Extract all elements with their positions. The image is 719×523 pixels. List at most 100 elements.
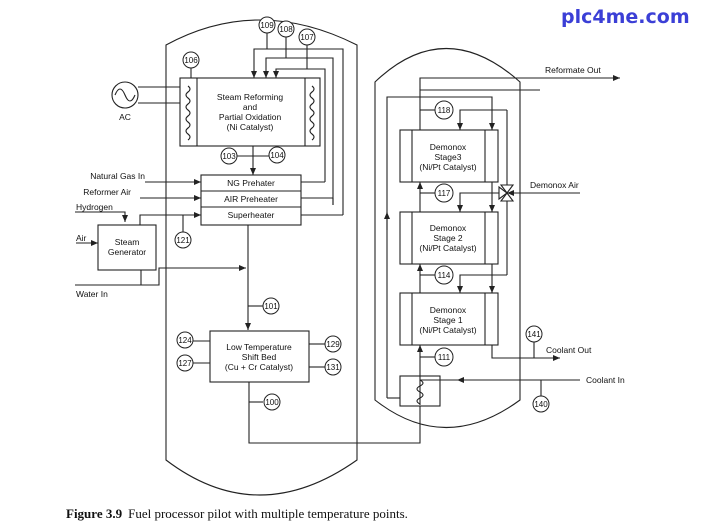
coolant-loop-top [386, 96, 495, 398]
tp-101: 101 [262, 297, 280, 315]
steam-generator-label-2: Generator [108, 247, 146, 257]
coolant-out-line [491, 345, 560, 361]
demonox-stage-3: Demonox Stage3 (Ni/Pt Catalyst) [399, 129, 499, 183]
demonox-air-to-stage1 [457, 274, 507, 293]
tp-111: 111 [434, 347, 454, 367]
svg-text:131: 131 [326, 363, 340, 372]
heater-coil-icon [309, 85, 315, 141]
superheater-label: Superheater [228, 210, 275, 220]
coolant-out-label: Coolant Out [546, 345, 592, 355]
demonox3-label-1: Demonox [430, 142, 467, 152]
figure-number: Figure 3.9 [66, 506, 123, 521]
air-label: Air [76, 233, 87, 243]
demonox2-label-3: (Ni/Pt Catalyst) [419, 243, 476, 253]
water-in-line [75, 265, 246, 286]
valve-icon [498, 184, 515, 202]
svg-text:141: 141 [527, 330, 541, 339]
svg-text:108: 108 [279, 25, 293, 34]
ng-preheater-label: NG Prehater [227, 178, 275, 188]
sine-wave-icon [114, 88, 136, 102]
hydrogen-label: Hydrogen [76, 202, 113, 212]
svg-text:121: 121 [176, 236, 190, 245]
tp-104: 104 [268, 146, 286, 164]
demonox3-label-2: Stage3 [435, 152, 462, 162]
tp-100: 100 [263, 393, 281, 411]
svg-text:127: 127 [178, 359, 192, 368]
svg-text:101: 101 [264, 302, 278, 311]
svg-text:106: 106 [184, 56, 198, 65]
water-in-label: Water In [76, 289, 108, 299]
steam-generator: Steam Generator [97, 224, 157, 271]
demonox-stage-2: Demonox Stage 2 (Ni/Pt Catalyst) [399, 211, 499, 265]
reformer-label-1: Steam Reforming [217, 92, 283, 102]
demonox1-label-3: (Ni/Pt Catalyst) [419, 325, 476, 335]
ac-source: AC [111, 81, 180, 122]
lts-label-3: (Cu + Cr Catalyst) [225, 362, 293, 372]
svg-text:124: 124 [178, 336, 192, 345]
tp-108: 108 [277, 20, 295, 38]
demonox-air-to-stage2 [457, 192, 507, 212]
figure-caption-text: Fuel processor pilot with multiple tempe… [128, 506, 408, 521]
svg-text:129: 129 [326, 340, 340, 349]
tp-140: 140 [532, 395, 550, 413]
svg-text:114: 114 [438, 271, 451, 280]
natural-gas-label: Natural Gas In [90, 171, 145, 181]
tp-141: 141 [525, 325, 543, 343]
tp-114: 114 [434, 265, 454, 285]
tp-106: 106 [182, 51, 200, 69]
tp-118: 118 [434, 100, 454, 120]
tp-124: 124 [176, 331, 194, 349]
preheater-stack: NG Prehater AIR Preheater Superheater [200, 174, 343, 226]
tp-131: 131 [324, 358, 342, 376]
ac-label: AC [119, 112, 131, 122]
demonox-stage-1: Demonox Stage 1 (Ni/Pt Catalyst) [399, 292, 499, 346]
demonox2-label-2: Stage 2 [433, 233, 463, 243]
left-vessel [165, 19, 358, 496]
demonox2-label-1: Demonox [430, 223, 467, 233]
svg-text:109: 109 [260, 21, 274, 30]
steam-generator-label-1: Steam [115, 237, 140, 247]
steam-line [139, 212, 201, 225]
reformer-air-label: Reformer Air [83, 187, 131, 197]
reformate-out-label: Reformate Out [545, 65, 601, 75]
temperature-points: 109 108 107 106 103 104 121 101 124 127 … [174, 16, 550, 413]
tp-117: 117 [434, 183, 454, 203]
svg-text:103: 103 [222, 152, 236, 161]
svg-text:100: 100 [265, 398, 279, 407]
svg-text:118: 118 [438, 106, 451, 115]
reformer-label-3: Partial Oxidation [219, 112, 282, 122]
brand-watermark: plc4me.com [561, 6, 690, 28]
tp-103: 103 [220, 147, 238, 165]
demonox3-label-3: (Ni/Pt Catalyst) [419, 162, 476, 172]
svg-text:117: 117 [438, 189, 451, 198]
reformer-label-4: (Ni Catalyst) [227, 122, 274, 132]
tp-109: 109 [258, 16, 276, 34]
reformer-top-feeds [190, 32, 344, 215]
tp-121: 121 [174, 231, 192, 249]
lts-label-1: Low Temperature [226, 342, 292, 352]
tp-129: 129 [324, 335, 342, 353]
svg-text:107: 107 [300, 33, 314, 42]
lts-to-demonox-line [248, 382, 421, 444]
figure-caption: Figure 3.9 Fuel processor pilot with mult… [66, 506, 408, 522]
tp-127: 127 [176, 354, 194, 372]
reformer-label-2: and [243, 102, 257, 112]
svg-text:111: 111 [438, 353, 451, 362]
air-preheater-label: AIR Preheater [224, 194, 278, 204]
demonox-air-to-stage3 [457, 109, 507, 130]
hydrogen-line [75, 211, 128, 222]
reformer-unit: Steam Reforming and Partial Oxidation (N… [179, 77, 321, 147]
demonox1-label-1: Demonox [430, 305, 467, 315]
right-vessel [374, 47, 521, 429]
tp-107: 107 [298, 28, 316, 46]
demonox-air-label: Demonox Air [530, 180, 579, 190]
svg-text:104: 104 [270, 151, 284, 160]
coolant-in-label: Coolant In [586, 375, 625, 385]
heater-coil-icon [185, 85, 191, 141]
svg-text:140: 140 [534, 400, 548, 409]
reformate-collector [419, 77, 540, 90]
lts-bed: Low Temperature Shift Bed (Cu + Cr Catal… [193, 330, 325, 383]
lts-label-2: Shift Bed [242, 352, 277, 362]
demonox1-label-2: Stage 1 [433, 315, 463, 325]
